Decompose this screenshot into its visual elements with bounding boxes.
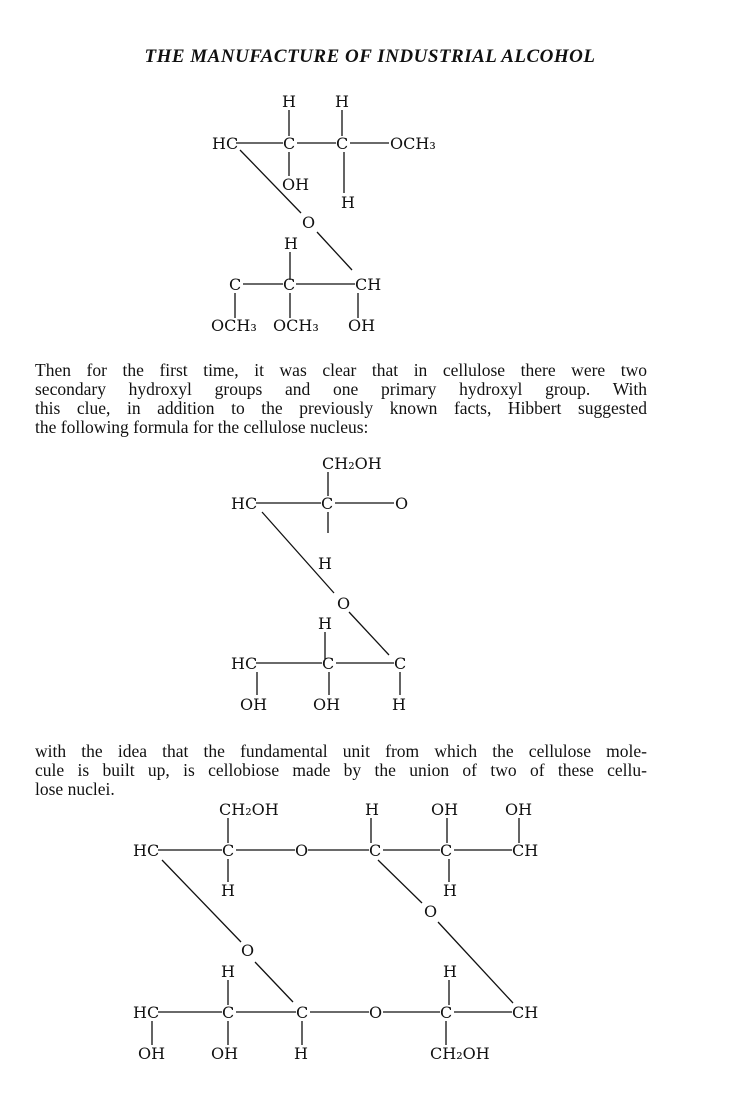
atom-label: C [229, 275, 241, 294]
structural-formula-1: H H HC C C OCH₃ OH H O H C C CH OCH₃ OCH… [211, 92, 436, 335]
paragraph-cellobiose: with the idea that the fundamental unit … [35, 742, 647, 799]
atom-label: C [321, 494, 333, 513]
atom-label: C [283, 134, 295, 153]
atom-label: OH [348, 316, 375, 335]
atom-label: OCH₃ [211, 316, 257, 335]
atom-label: H [294, 1044, 308, 1063]
atom-label: O [424, 902, 437, 921]
atom-label: OCH₃ [273, 316, 319, 335]
atom-label: HC [231, 654, 257, 673]
atom-label: O [395, 494, 408, 513]
bond-line [261, 511, 335, 594]
atom-label: OH [431, 800, 458, 819]
atom-label: CH [355, 275, 381, 294]
atom-label: H [335, 92, 349, 111]
bond-line [254, 961, 294, 1003]
atom-label: H [221, 962, 235, 981]
bond-line [377, 859, 423, 904]
text-line: this clue, in addition to the previously… [35, 398, 647, 418]
paragraph-cellulose-hydroxyl: Then for the first time, it was clear th… [35, 361, 647, 437]
atom-label: HC [133, 1003, 159, 1022]
atom-label: H [284, 234, 298, 253]
atom-label: O [369, 1003, 382, 1022]
atom-label: CH₂OH [322, 454, 382, 473]
text-line: secondary hydroxyl groups and one primar… [35, 379, 647, 399]
text-line: with the idea that the fundamental unit … [35, 741, 647, 761]
formula-2-bonds [256, 472, 401, 695]
atom-label: OH [505, 800, 532, 819]
atom-label: O [241, 941, 254, 960]
atom-label: C [369, 841, 381, 860]
atom-label: H [318, 614, 332, 633]
atom-label: HC [212, 134, 238, 153]
text-line: lose nuclei. [35, 779, 115, 799]
atom-label: O [337, 594, 350, 613]
atom-label: H [443, 881, 457, 900]
bond-line [161, 859, 242, 943]
atom-label: CH₂OH [430, 1044, 490, 1063]
atom-label: H [392, 695, 406, 714]
atom-label: HC [231, 494, 257, 513]
formula-1-labels: H H HC C C OCH₃ OH H O H C C CH OCH₃ OCH… [211, 92, 436, 335]
atom-label: O [295, 841, 308, 860]
atom-label: OCH₃ [390, 134, 436, 153]
atom-label: OH [282, 175, 309, 194]
formula-2-labels: CH₂OH HC C O H O H HC C C OH OH H [231, 454, 408, 714]
atom-label: CH [512, 1003, 538, 1022]
atom-label: OH [240, 695, 267, 714]
atom-label: CH₂OH [219, 800, 279, 819]
atom-label: C [440, 841, 452, 860]
atom-label: H [341, 193, 355, 212]
atom-label: OH [138, 1044, 165, 1063]
atom-label: CH [512, 841, 538, 860]
atom-label: HC [133, 841, 159, 860]
atom-label: H [282, 92, 296, 111]
running-header: THE MANUFACTURE OF INDUSTRIAL ALCOHOL [144, 46, 596, 67]
text-line: Then for the first time, it was clear th… [35, 360, 647, 380]
atom-label: H [443, 962, 457, 981]
atom-label: C [283, 275, 295, 294]
bond-line [348, 611, 390, 656]
atom-label: C [222, 841, 234, 860]
formula-3-bonds [151, 818, 520, 1045]
atom-label: OH [313, 695, 340, 714]
atom-label: C [336, 134, 348, 153]
atom-label: C [222, 1003, 234, 1022]
bond-line [437, 921, 514, 1004]
atom-label: H [318, 554, 332, 573]
bond-line [239, 149, 302, 214]
text-line: cule is built up, is cellobiose made by … [35, 760, 647, 780]
atom-label: C [440, 1003, 452, 1022]
structural-formula-2: CH₂OH HC C O H O H HC C C OH OH H [231, 454, 408, 714]
atom-label: H [221, 881, 235, 900]
formula-3-labels: CH₂OH H OH OH HC C O C C CH H H O O H H … [133, 800, 538, 1063]
atom-label: H [365, 800, 379, 819]
atom-label: O [302, 213, 315, 232]
formula-1-bonds [234, 110, 389, 318]
atom-label: C [394, 654, 406, 673]
atom-label: C [296, 1003, 308, 1022]
bond-line [316, 231, 353, 271]
text-line: the following formula for the cellulose … [35, 417, 369, 437]
atom-label: OH [211, 1044, 238, 1063]
